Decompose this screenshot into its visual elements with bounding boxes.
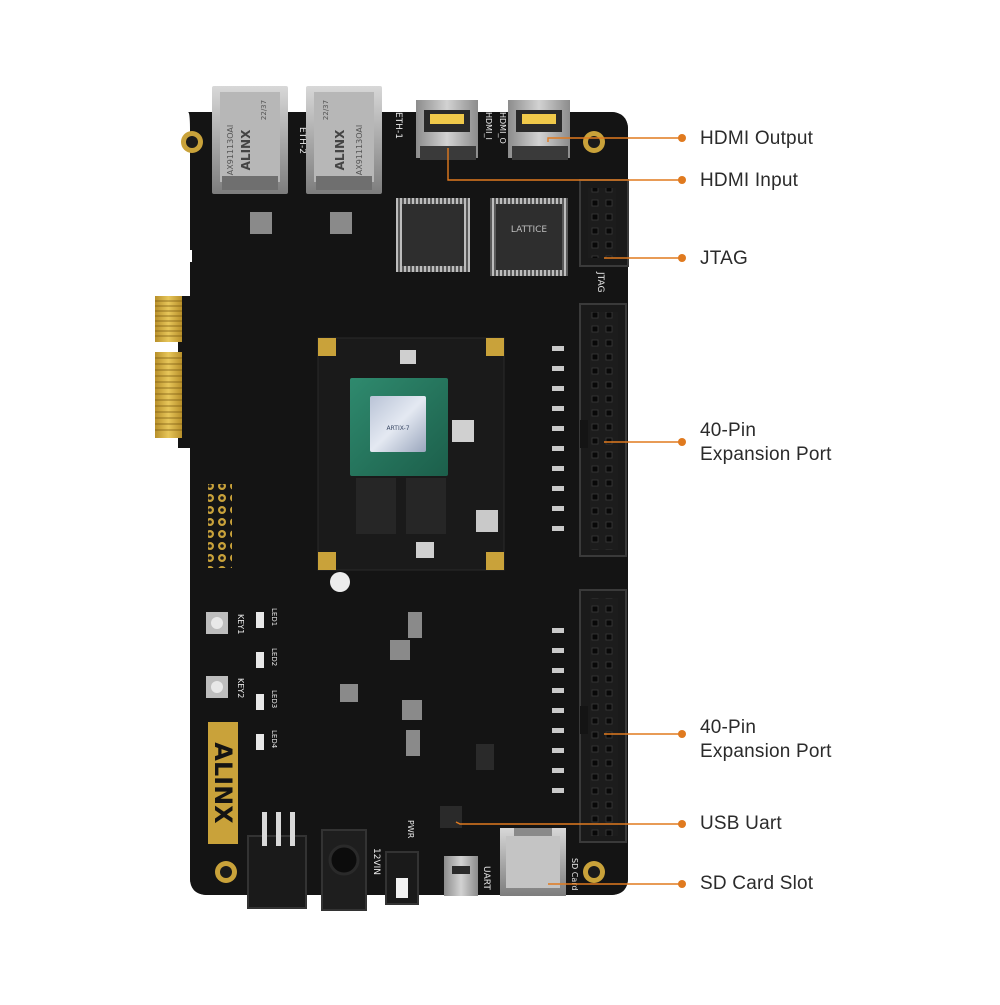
callout-line: USB Uart: [700, 813, 782, 834]
ethernet-port-1: ALINX AX91113OAI 22/37: [306, 86, 382, 194]
callout-line: 40-Pin: [700, 420, 757, 441]
callout-usb-uart: USB Uart: [700, 812, 782, 836]
uart-chip: [440, 806, 462, 828]
power-switch: [385, 851, 419, 905]
key1-silkscreen: KEY1: [236, 614, 245, 634]
fpga-core-module: ARTIX-7: [317, 337, 505, 592]
passive-components: [250, 212, 494, 770]
led2-silkscreen: LED2: [270, 648, 278, 666]
hdmi-out-silkscreen: HDMI_O: [498, 112, 507, 144]
sd-silkscreen: SD Card: [570, 858, 579, 891]
12vin-silkscreen: 12VIN: [371, 848, 381, 875]
callout-jtag: JTAG: [700, 247, 748, 271]
callout-expansion-port-1: 40-Pin Expansion Port: [700, 419, 832, 467]
led1-silkscreen: LED1: [270, 608, 278, 626]
callout-line: JTAG: [700, 248, 748, 269]
callout-line: SD Card Slot: [700, 873, 814, 894]
usb-uart-port: [444, 856, 478, 896]
jtag-header: [579, 179, 629, 267]
rj45-model-text: AX91113OAI: [226, 125, 235, 175]
rj45-brand-text: ALINX: [333, 129, 347, 170]
eth1-silkscreen: ETH-1: [393, 112, 403, 139]
ethernet-port-2: ALINX AX91113OAI 22/37: [212, 86, 288, 194]
led3: [256, 694, 264, 710]
uart-silkscreen: UART: [481, 866, 491, 890]
fpga-chip-text: ARTIX-7: [386, 425, 409, 432]
gpio-header: [208, 484, 232, 568]
power-header: [247, 812, 307, 909]
rj45-code-text: 22/37: [260, 100, 268, 120]
callout-sd-card-slot: SD Card Slot: [700, 872, 813, 896]
lattice-chip-text: LATTICE: [511, 225, 547, 235]
jtag-silkscreen: JTAG: [595, 271, 605, 292]
hdmi-chip: [396, 198, 470, 272]
callout-line: Expansion Port: [700, 741, 832, 762]
key2-silkscreen: KEY2: [236, 678, 245, 698]
callout-hdmi-input: HDMI Input: [700, 169, 798, 193]
callout-line: Expansion Port: [700, 444, 832, 465]
sd-card-slot: [500, 828, 566, 896]
led4-silkscreen: LED4: [270, 730, 278, 749]
eth2-silkscreen: ETH-2: [297, 127, 307, 154]
dc-power-jack: [321, 829, 367, 911]
key1-button: [206, 612, 228, 634]
callout-line: HDMI Output: [700, 128, 814, 149]
callout-dots: [678, 134, 686, 888]
lattice-chip: LATTICE: [490, 198, 568, 276]
pwr-silkscreen: PWR: [406, 820, 415, 839]
rj45-brand-text: ALINX: [239, 129, 253, 170]
rj45-model-text: AX91113OAI: [355, 125, 364, 175]
callout-hdmi-output: HDMI Output: [700, 127, 813, 151]
alinx-logo-text: ALINX: [209, 742, 237, 824]
callout-line: HDMI Input: [700, 170, 799, 191]
callout-expansion-port-2: 40-Pin Expansion Port: [700, 716, 832, 764]
hdmi-output-connector: [508, 100, 570, 160]
led4: [256, 734, 264, 750]
expansion-port-1: [579, 303, 627, 557]
callout-line: 40-Pin: [700, 717, 757, 738]
hdmi-in-silkscreen: HDMI_I: [484, 112, 493, 140]
hdmi-input-connector: [416, 100, 478, 160]
key2-button: [206, 676, 228, 698]
mounting-holes: [181, 131, 605, 883]
expansion-port-2: [579, 589, 627, 843]
pcie-gold-fingers: [155, 296, 182, 438]
led3-silkscreen: LED3: [270, 690, 278, 708]
rj45-code-text: 22/37: [322, 100, 330, 120]
led1: [256, 612, 264, 628]
callout-lines: [447, 137, 682, 885]
alinx-logo: ALINX: [208, 722, 238, 844]
led2: [256, 652, 264, 668]
